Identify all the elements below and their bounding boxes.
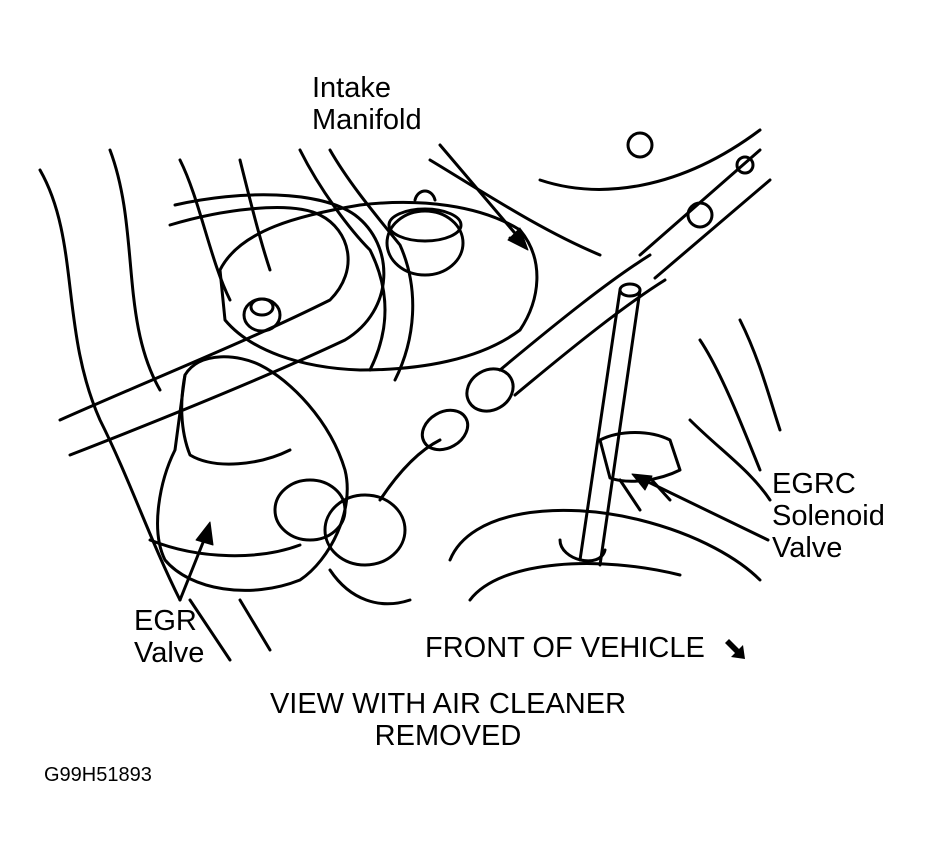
manifold-body — [218, 200, 539, 372]
hose-lower — [68, 193, 386, 457]
egrc-solenoid — [598, 431, 682, 483]
tube-diag-b — [513, 278, 667, 397]
leader-egrc — [638, 476, 770, 542]
label-egrc-line-3: Valve — [772, 532, 843, 564]
frame-line-1 — [188, 598, 232, 662]
connector-2 — [465, 367, 515, 413]
top-right-contour — [538, 128, 762, 191]
connector-1 — [420, 408, 470, 452]
hose-upper — [58, 206, 350, 422]
tube-diag-a — [498, 253, 652, 372]
label-egrc-line-2: Solenoid — [772, 500, 885, 532]
right-contour-3 — [688, 418, 772, 502]
arrow-down-right-icon — [724, 639, 745, 660]
label-egrc-solenoid-valve: EGRC Solenoid Valve — [772, 468, 885, 564]
leader-egr-tip — [195, 521, 214, 546]
pipe-lower — [328, 568, 412, 606]
right-circle-2 — [735, 155, 755, 175]
egr-valve-top — [180, 373, 292, 466]
leader-intake — [438, 143, 527, 247]
frame-line-2 — [238, 598, 272, 652]
label-egr-valve: EGR Valve — [134, 605, 204, 669]
upper-tube-b — [328, 148, 415, 382]
left-contour-2 — [108, 148, 162, 392]
figure-caption: VIEW WITH AIR CLEANER REMOVED — [218, 688, 678, 752]
tube-diag-d — [653, 178, 772, 280]
label-intake-line-1: Intake — [312, 72, 391, 104]
leader-egrc-tip — [631, 473, 653, 491]
sensor-base — [558, 538, 607, 563]
top-right-contour-2 — [428, 158, 602, 257]
label-intake-line-2: Manifold — [312, 104, 422, 136]
leader-intake-tip — [507, 227, 529, 251]
label-intake-manifold: Intake Manifold — [312, 72, 422, 136]
vacuum-line — [378, 438, 442, 502]
upper-tube-a — [298, 148, 387, 372]
label-egrc-line-1: EGRC — [772, 468, 856, 500]
left-contour-3 — [178, 158, 232, 302]
sensor-tip — [618, 282, 642, 298]
label-egr-line-1: EGR — [134, 605, 197, 637]
pipe-end — [323, 493, 407, 567]
manifold-cap-top — [387, 207, 463, 243]
egr-valve-ring — [148, 538, 302, 558]
front-of-vehicle-text: FRONT OF VEHICLE — [425, 632, 705, 664]
pipe-clamp — [273, 478, 347, 542]
caption-line-1: VIEW WITH AIR CLEANER — [269, 688, 627, 720]
pulley — [448, 508, 762, 582]
pulley-2 — [468, 562, 682, 602]
top-right-circle — [626, 131, 654, 159]
label-egr-line-2: Valve — [134, 637, 205, 669]
figure-code: G99H51893 — [44, 764, 152, 786]
right-circle — [686, 201, 714, 229]
cap-clip — [413, 189, 437, 202]
right-contour-2 — [738, 318, 782, 432]
caption-line-2: REMOVED — [374, 720, 522, 752]
manifold-cap — [385, 209, 465, 277]
left-contour-4 — [238, 158, 272, 272]
right-contour-1 — [698, 338, 762, 472]
sensor-stick-a — [578, 288, 622, 562]
sensor-stick-b — [598, 288, 642, 567]
bolt-inner — [249, 297, 275, 317]
label-front-of-vehicle: FRONT OF VEHICLE — [425, 632, 747, 664]
